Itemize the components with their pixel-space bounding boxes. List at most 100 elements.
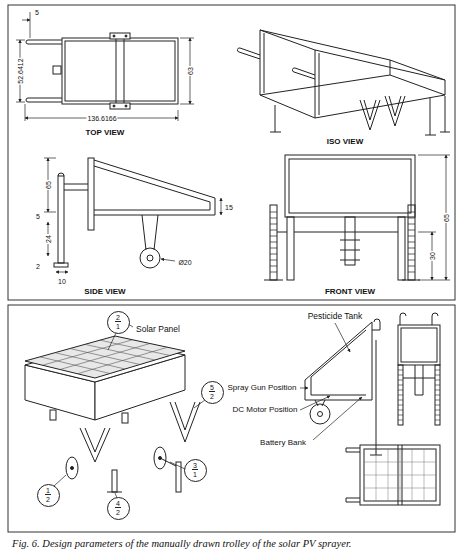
iso-view [237,48,260,59]
leg-rungs [398,375,403,376]
exploded-assembly [71,467,74,470]
callout-balloon: 12 [37,484,60,507]
front-view [264,155,420,280]
top-view [53,66,61,74]
side-view-dimensions [44,212,56,213]
leg-rungs [270,248,277,249]
leg-rungs [435,405,440,406]
leg-rungs [435,415,440,416]
front-view-dimensions [418,155,450,280]
assembly-side-sketch [310,404,330,424]
top-view [26,98,62,102]
exploded-assembly [170,402,200,442]
exploded-assembly [25,336,185,378]
front-view [340,240,360,260]
part-leaders [335,323,350,352]
exploded-assembly [80,428,110,462]
top-view-dimensions [25,104,26,121]
part-leaders [300,396,330,410]
leg-rungs [408,224,415,225]
side-view [94,166,210,210]
leg-rungs [270,224,277,225]
iso-view [425,96,450,135]
leg-rungs [408,266,415,267]
side-view [64,184,88,190]
assembly-side-sketch [318,412,323,417]
top-view-dimensions [16,12,194,121]
leg-rungs [270,218,277,219]
iso-view [260,75,445,118]
part-label: DC Motor Position [232,406,299,414]
callout-balloon: 21 [107,311,130,334]
leg-rungs [408,254,415,255]
iso-view [270,105,281,132]
callout-balloon: 52 [201,381,224,404]
assembly-front-sketch [435,365,440,425]
dimension: 136.6166 [86,115,117,122]
callout-number: 5 [209,384,215,392]
leg-rungs [398,405,403,406]
exploded-assembly [107,492,122,493]
dimension: 65 [443,213,450,223]
front-view [289,159,411,213]
top-view-dimensions [180,38,194,39]
leg-rungs [435,395,440,396]
leg-rungs [408,212,415,213]
front-view [264,280,420,281]
callout-leaders [54,475,66,486]
view-title: FRONT VIEW [324,288,376,296]
top-view [26,40,62,44]
leg-rungs [270,212,277,213]
callout-number: 2 [45,496,51,503]
view-title: ISO VIEW [326,138,364,146]
side-view-dimensions [44,158,221,272]
callout-balloon: 31 [184,459,207,482]
side-view [58,173,64,176]
top-view-dimensions [16,102,25,103]
callout-number: 1 [115,323,121,330]
side-view-dimensions [44,158,56,159]
leg-rungs [270,266,277,267]
side-view [58,176,64,263]
assembly-front-sketch [398,365,403,425]
leg-rungs [408,236,415,237]
front-view [287,217,294,280]
front-view [285,155,415,217]
leg-rungs [398,385,403,386]
callout-number: 2 [209,393,215,400]
leg-rungs [270,260,277,261]
assembly-side-sketch [311,330,366,395]
leg-rungs [435,410,440,411]
exploded-assembly [25,336,200,492]
callout-balloon: 42 [107,497,130,520]
dimension: 2 [35,263,41,270]
top-view-dimensions [30,12,31,38]
side-view-dimensions [161,259,175,261]
panel-grid [364,488,436,489]
panel-grid [364,475,436,476]
part-leaders [300,323,362,440]
side-view [140,248,160,268]
top-view [62,38,178,104]
part-label: Solar Panel [135,325,181,334]
assembly-front-sketch [403,365,435,395]
leg-rungs [398,415,403,416]
panel-grid [364,462,436,463]
exploded-assembly [66,457,78,479]
leg-rungs [398,380,403,381]
dimension: 5 [34,9,40,16]
iso-view [360,100,380,130]
top-view-dimensions [178,110,179,121]
callout-leaders [194,400,205,408]
exploded-assembly [112,470,117,492]
leg-rungs [435,390,440,391]
top-view-dimensions [22,20,30,21]
front-view-dimensions [418,155,450,156]
side-view [147,255,153,261]
leg-rungs [270,230,277,231]
assembly-top-sketch [346,445,440,505]
solar-cell-grid [78,347,168,374]
front-view [345,217,355,265]
front-view [270,205,277,280]
